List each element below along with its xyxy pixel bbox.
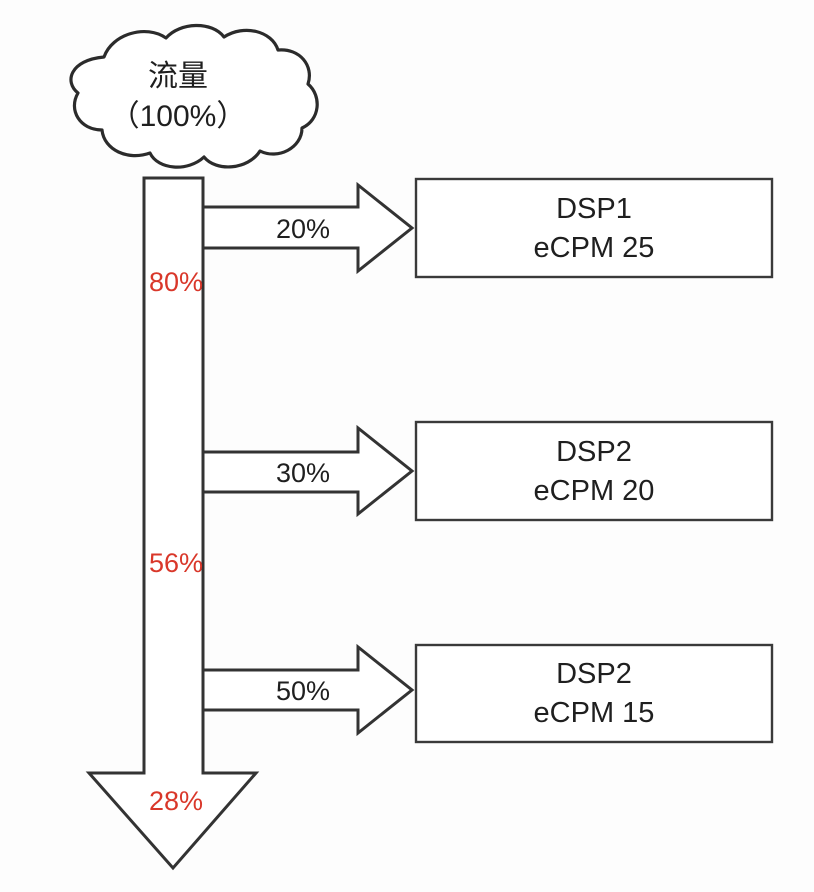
branch-3: 50% DSP2 eCPM 15 <box>201 643 774 744</box>
dsp-box-1-line1: DSP1 <box>556 193 632 225</box>
dsp-box-2-line2: eCPM 20 <box>534 475 655 507</box>
trunk-percent-label-3: 28% <box>149 786 203 816</box>
cloud-label-line2: （100%） <box>110 100 247 133</box>
cloud-label-line1: 流量 <box>148 60 208 93</box>
branch-1: 20% DSP1 eCPM 25 <box>201 177 774 279</box>
branch-rate-label-3: 50% <box>276 676 330 706</box>
main-trunk-arrow <box>85 176 260 871</box>
dsp-box-1[interactable] <box>414 177 774 279</box>
branch-2: 30% DSP2 eCPM 20 <box>201 420 774 522</box>
branch-arrow-2 <box>201 424 415 518</box>
traffic-source-cloud: 流量 （100%） <box>69 23 319 169</box>
dsp-box-2[interactable] <box>414 420 774 522</box>
cloud-icon <box>69 23 319 169</box>
branch-rate-label-2: 30% <box>276 458 330 488</box>
dsp-box-2-line1: DSP2 <box>556 436 632 468</box>
dsp-box-3-line1: DSP2 <box>556 658 632 690</box>
branch-arrow-3 <box>201 643 415 737</box>
branch-arrow-1 <box>201 181 415 275</box>
branch-rate-label-1: 20% <box>276 214 330 244</box>
dsp-box-3[interactable] <box>414 643 774 744</box>
trunk-arrow-shape <box>85 176 260 871</box>
trunk-percent-label-1: 80% <box>149 267 203 297</box>
dsp-box-1-line2: eCPM 25 <box>534 232 655 264</box>
trunk-percent-label-2: 56% <box>149 548 203 578</box>
dsp-box-3-line2: eCPM 15 <box>534 697 655 729</box>
